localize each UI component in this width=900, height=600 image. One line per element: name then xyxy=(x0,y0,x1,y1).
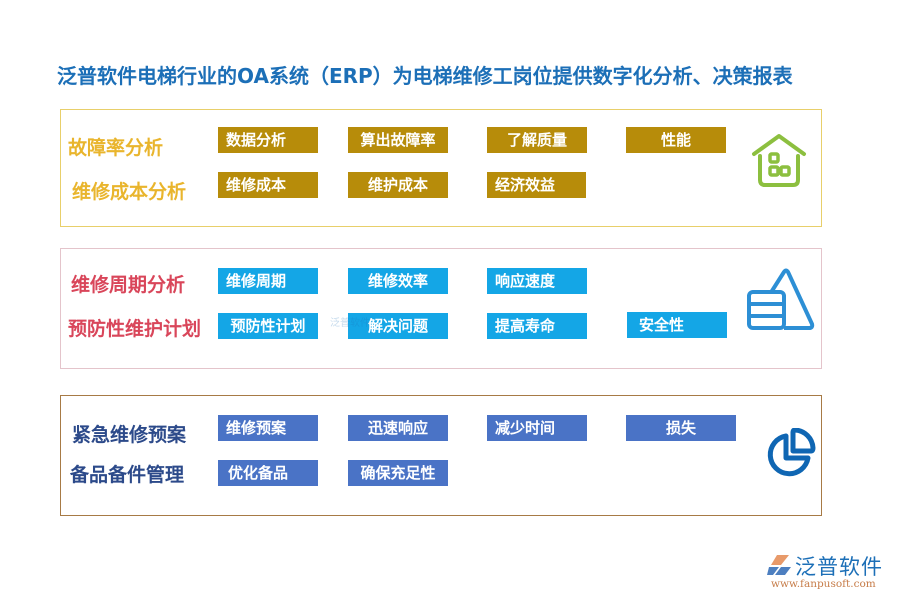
tag-economic-benefit: 经济效益 xyxy=(487,172,586,198)
section-label-failure-rate: 故障率分析 xyxy=(68,137,164,159)
tag-safety: 安全性 xyxy=(627,312,727,338)
logo-mark-icon xyxy=(767,555,791,575)
tag-response-speed: 响应速度 xyxy=(487,268,587,294)
tag-loss: 损失 xyxy=(626,415,736,441)
tag-ensure-sufficiency: 确保充足性 xyxy=(348,460,448,486)
tag-repair-cycle: 维修周期 xyxy=(218,268,318,294)
tag-quick-response: 迅速响应 xyxy=(348,415,448,441)
tag-repair-cost: 维修成本 xyxy=(218,172,318,198)
section-cycle-prevention xyxy=(60,248,822,369)
section-emergency-spares xyxy=(60,395,822,516)
logo-url: www.fanpusoft.com xyxy=(771,578,876,590)
section-label-maintenance-cost: 维修成本分析 xyxy=(72,181,187,203)
section-label-preventive-plan: 预防性维护计划 xyxy=(68,318,202,340)
tag-optimize-spares: 优化备品 xyxy=(218,460,318,486)
tag-repair-efficiency: 维修效率 xyxy=(348,268,448,294)
tag-preventive-plan: 预防性计划 xyxy=(218,313,318,339)
tag-solve-problems: 解决问题 xyxy=(348,313,448,339)
tag-extend-lifespan: 提高寿命 xyxy=(487,313,587,339)
section-label-spare-parts: 备品备件管理 xyxy=(70,464,185,486)
house-icon xyxy=(750,132,808,192)
section-label-repair-cycle: 维修周期分析 xyxy=(71,274,186,296)
tag-maintenance-cost: 维护成本 xyxy=(348,172,448,198)
tag-data-analysis: 数据分析 xyxy=(218,127,318,153)
tag-quality: 了解质量 xyxy=(487,127,587,153)
section-label-emergency-plan: 紧急维修预案 xyxy=(72,424,187,446)
tag-repair-plan: 维修预案 xyxy=(218,415,318,441)
tag-reduce-time: 减少时间 xyxy=(487,415,587,441)
page-title: 泛普软件电梯行业的OA系统（ERP）为电梯维修工岗位提供数字化分析、决策报表 xyxy=(57,64,793,88)
pie-chart-icon xyxy=(764,427,816,484)
tag-performance: 性能 xyxy=(626,127,726,153)
tag-calc-failure-rate: 算出故障率 xyxy=(348,127,448,153)
logo-name: 泛普软件 xyxy=(795,555,883,579)
watermark: 泛普软件 xyxy=(330,318,370,329)
pyramid-stack-icon xyxy=(746,268,816,336)
brand-logo: 泛普软件 www.fanpusoft.com xyxy=(765,551,895,593)
